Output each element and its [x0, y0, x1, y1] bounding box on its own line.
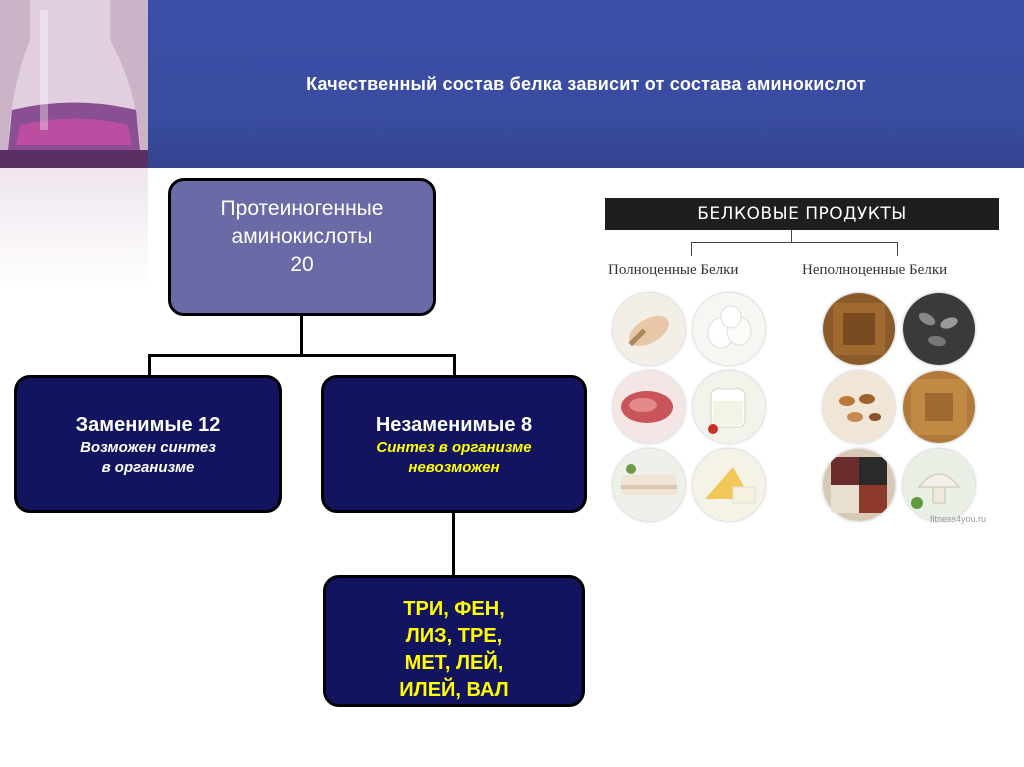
root-line1: Протеиногенные — [220, 197, 384, 220]
chicken-icon — [612, 292, 686, 366]
essential-box: Незаменимые 8 Синтез в организме невозмо… — [321, 375, 587, 513]
beans-icon — [822, 448, 896, 522]
products-branch-left — [691, 242, 692, 256]
eggs-icon — [692, 292, 766, 366]
amino-line-1: ТРИ, ФЕН, — [403, 598, 505, 620]
lentils-icon — [902, 370, 976, 444]
products-branch-right — [897, 242, 898, 256]
essential-amino-list: ТРИ, ФЕН, ЛИЗ, ТРЕ, МЕТ, ЛЕЙ, ИЛЕЙ, ВАЛ — [323, 575, 585, 707]
sunflower-seeds-icon — [902, 292, 976, 366]
complete-proteins-label: Полноценные Белки — [608, 262, 739, 278]
proteinogenic-box: Протеиногенные аминокислоты 20 — [168, 178, 436, 316]
meat-icon — [612, 370, 686, 444]
page-title: Качественный состав белка зависит от сос… — [306, 74, 866, 94]
products-branch — [691, 242, 897, 243]
flask-icon — [0, 0, 148, 168]
products-stem — [791, 230, 792, 242]
nuts-icon — [822, 370, 896, 444]
essential-title: Незаменимые 8 — [375, 414, 533, 436]
flask-reflection — [0, 168, 148, 288]
essential-sub1: Синтез в организме — [376, 439, 532, 456]
connector-root-down — [300, 316, 303, 356]
incomplete-proteins-label: Неполноценные Белки — [802, 262, 948, 278]
amino-line-2: ЛИЗ, ТРЕ, — [405, 625, 503, 647]
connector-left-drop — [148, 354, 151, 376]
root-count: 20 — [290, 253, 314, 276]
milk-icon — [692, 370, 766, 444]
image-credit: fitness4you.ru — [930, 514, 987, 524]
products-banner: БЕЛКОВЫЕ ПРОДУКТЫ — [605, 198, 999, 230]
protein-products-panel: БЕЛКОВЫЕ ПРОДУКТЫ Полноценные Белки Непо… — [600, 196, 1002, 526]
nonessential-title: Заменимые 12 — [75, 414, 221, 436]
mushrooms-icon — [902, 448, 976, 522]
root-line2: аминокислоты — [231, 225, 373, 248]
amino-line-3: МЕТ, ЛЕЙ, — [404, 652, 504, 674]
amino-line-4: ИЛЕЙ, ВАЛ — [399, 679, 509, 701]
connector-horizontal — [148, 354, 456, 357]
flask-image — [0, 0, 148, 168]
connector-right-drop — [453, 354, 456, 376]
connector-right-down — [452, 513, 455, 576]
title-banner: Качественный состав белка зависит от сос… — [0, 0, 1024, 168]
cheese-icon — [692, 448, 766, 522]
nonessential-box: Заменимые 12 Возможен синтез в организме — [14, 375, 282, 513]
fish-icon — [612, 448, 686, 522]
nonessential-sub2: в организме — [101, 459, 195, 476]
essential-sub2: невозможен — [408, 459, 500, 476]
buckwheat-icon — [822, 292, 896, 366]
nonessential-sub1: Возможен синтез — [80, 439, 216, 456]
